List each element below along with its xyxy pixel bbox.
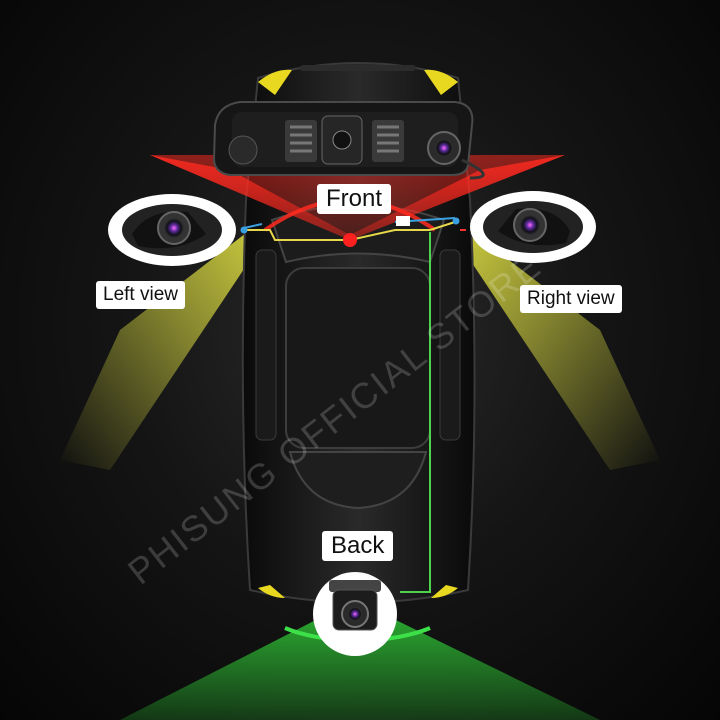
front-label: Front — [317, 184, 392, 214]
rear-camera-bubble — [313, 572, 397, 656]
side-camera-icon — [122, 204, 222, 256]
side-camera-icon — [483, 201, 583, 253]
mirror-dashcam-icon — [212, 101, 485, 180]
right-view-zone — [470, 230, 660, 470]
back-view-zone — [120, 600, 600, 720]
back-label: Back — [322, 531, 394, 561]
left-camera-bubble — [108, 194, 236, 266]
right-camera-bubble — [470, 191, 596, 263]
connector — [396, 216, 410, 226]
right-camera-point — [452, 217, 460, 225]
right-view-label: Right view — [520, 285, 622, 313]
front-camera-point — [343, 233, 357, 247]
rear-camera-icon — [329, 580, 381, 631]
left-view-zone — [60, 230, 250, 470]
left-camera-point — [240, 226, 248, 234]
left-view-label: Left view — [96, 281, 185, 309]
